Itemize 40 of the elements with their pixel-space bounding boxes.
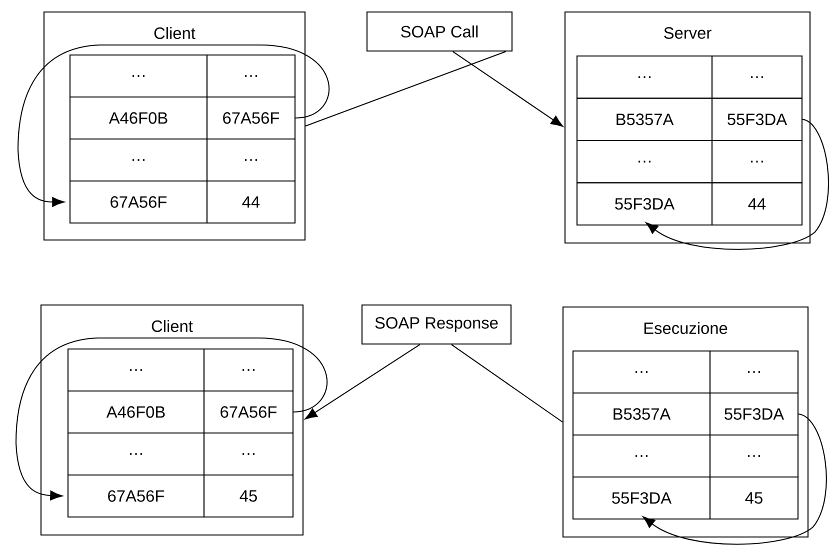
table-cell: 45: [709, 476, 799, 520]
table-cell: …: [203, 432, 294, 476]
arrow: [646, 118, 829, 250]
message-box: SOAP Response: [361, 304, 512, 345]
table-cell: …: [709, 350, 799, 394]
table-cell: …: [711, 56, 803, 99]
table-cell: B5357A: [572, 392, 711, 436]
table-cell: 55F3DA: [572, 476, 711, 520]
table-cell: …: [69, 54, 208, 98]
table-cell: 55F3DA: [576, 182, 713, 226]
table-cell: …: [69, 138, 208, 182]
table-cell: A46F0B: [69, 96, 208, 140]
message-box: SOAP Call: [366, 11, 513, 52]
table-cell: …: [206, 54, 296, 98]
table-cell: 55F3DA: [709, 392, 799, 436]
table-cell: …: [709, 434, 799, 478]
arrow: [452, 51, 564, 127]
table-cell: …: [576, 140, 713, 184]
table-cell: …: [67, 348, 205, 392]
table-cell: …: [203, 348, 294, 392]
table-cell: …: [572, 434, 711, 478]
table-cell: …: [572, 350, 711, 394]
table-cell: …: [206, 138, 296, 182]
arrow: [642, 414, 827, 545]
table-cell: A46F0B: [67, 390, 205, 434]
arrow: [15, 337, 328, 500]
table-cell: 44: [206, 180, 296, 224]
table-cell: 67A56F: [69, 180, 208, 224]
arrow: [304, 344, 420, 420]
table-cell: 44: [711, 182, 803, 226]
table-cell: …: [67, 432, 205, 476]
table-cell: 55F3DA: [711, 98, 803, 142]
table-cell: 45: [203, 474, 294, 518]
table-cell: 67A56F: [206, 96, 296, 140]
table-cell: 67A56F: [67, 474, 205, 518]
table-cell: 67A56F: [203, 390, 294, 434]
table-cell: …: [576, 56, 713, 99]
table-cell: …: [711, 140, 803, 184]
arrow: [17, 44, 330, 207]
table-cell: B5357A: [576, 98, 713, 142]
